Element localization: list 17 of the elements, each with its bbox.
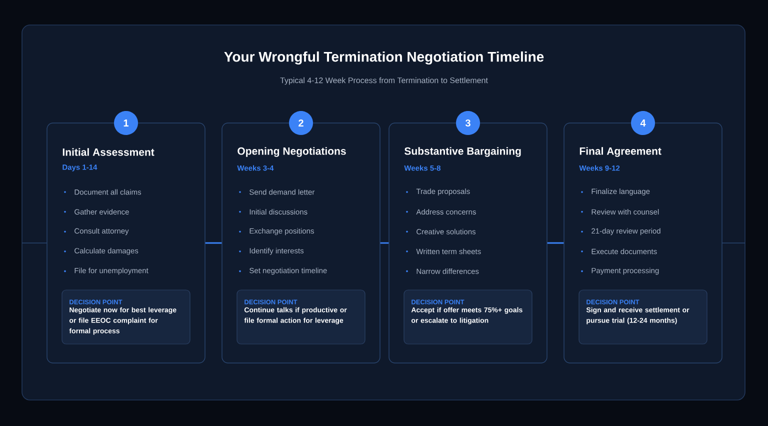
step-title: Substantive Bargaining [404, 147, 521, 157]
step-number: 1 [114, 111, 138, 135]
timeline-connector [380, 242, 389, 244]
subtitle: Typical 4-12 Week Process from Termination to Settlement [280, 77, 488, 85]
step-number: 3 [456, 111, 480, 135]
step-title: Initial Assessment [62, 148, 154, 156]
title: Your Wrongful Termination Negotiation Timeline [224, 51, 544, 65]
step-title: Final Agreement [580, 147, 662, 157]
step-title: Opening Negotiations [238, 147, 346, 157]
decision-box [62, 290, 190, 344]
step-number: 4 [631, 111, 655, 135]
decision-box [404, 290, 532, 344]
step-number: 2 [289, 111, 313, 135]
decision-box [578, 290, 708, 344]
timeline-connector [547, 242, 564, 244]
timeline-connector [205, 242, 222, 244]
decision-box [236, 290, 366, 344]
